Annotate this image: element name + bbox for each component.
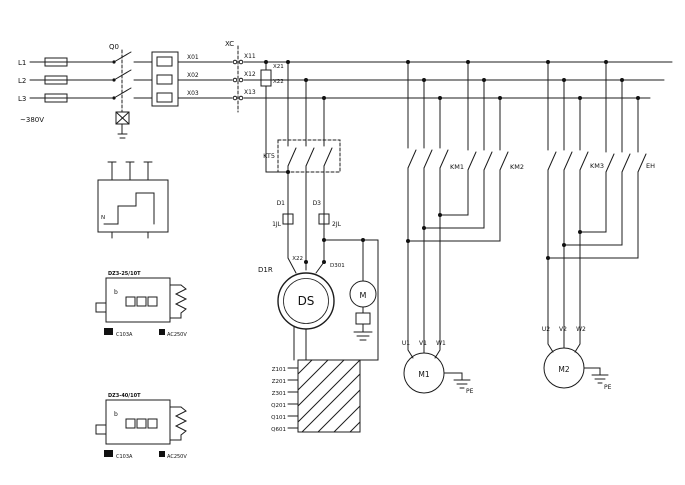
xc-label: XC [225, 40, 234, 48]
pe-ground-m2 [583, 367, 609, 384]
relay-a-resistor [174, 284, 188, 314]
m2-label: M2 [558, 365, 569, 374]
main-breaker-q0 [113, 49, 153, 139]
pe1-label: PE [466, 388, 474, 395]
relay-2jl [318, 213, 330, 225]
x12-label: X12 [244, 71, 256, 78]
kt5-frame [277, 139, 341, 173]
d3-label: D3 [313, 200, 322, 207]
kt5-contacts [277, 61, 341, 173]
m-aux-label: M [360, 291, 367, 300]
boxa-header-label: DZ3-25/10T [108, 271, 141, 277]
km2-contactor [407, 61, 509, 242]
breaker-housing [151, 51, 179, 107]
boxb-header-label: DZ3-40/10T [108, 393, 141, 399]
km3-label: KM3 [590, 162, 604, 170]
fuse-l3 [44, 93, 68, 103]
ds-label: DS [298, 294, 315, 308]
terminal-block-xc [177, 45, 244, 113]
boxa-b-label: b [114, 289, 118, 296]
d1-label: D1 [277, 200, 286, 207]
kt5-label: KT5 [263, 152, 275, 160]
fuse-l1 [44, 57, 68, 67]
cam-switch-frame [97, 179, 169, 233]
x02-label: X02 [187, 72, 199, 79]
km1-label: KM1 [450, 163, 464, 171]
labels-group: L1L2L3~380VQ0X01X02X03XCX11X12X13X21X22K… [18, 40, 655, 460]
q101-label: Q101 [271, 415, 286, 421]
w1-label: W1 [436, 340, 446, 347]
aux-motor-brake [355, 312, 371, 325]
km1-contactor [407, 61, 449, 359]
q0-label: Q0 [109, 43, 119, 51]
x22-fuse-label: X22 [273, 79, 284, 85]
relay-1jl [282, 213, 294, 225]
l1-label: L1 [18, 59, 26, 67]
power-input [29, 57, 113, 103]
ds-inner-circle [283, 278, 329, 324]
wiring [29, 45, 673, 445]
relay-b-frame [105, 399, 171, 445]
cam-switch-detail [97, 161, 169, 239]
pe-ground-m1 [443, 372, 471, 389]
x13-label: X13 [244, 89, 256, 96]
boxb-b-label: b [114, 411, 118, 418]
z301-label: Z301 [272, 391, 286, 397]
x01-label: X01 [187, 54, 199, 61]
relay-a-frame [105, 277, 171, 323]
fuse-l2 [44, 75, 68, 85]
m1-label: M1 [418, 370, 429, 379]
x11-label: X11 [244, 53, 256, 60]
x21-label: X21 [273, 64, 284, 70]
q201-label: Q201 [271, 403, 286, 409]
relay-detail-a [95, 277, 188, 323]
bus-lines [243, 61, 673, 99]
boxa-rating-label: AC250V [167, 332, 187, 338]
jl2-label: 2JL [332, 221, 342, 228]
ds-selsyn [277, 272, 335, 361]
terminal-strip [287, 359, 361, 433]
junction-dots [112, 60, 640, 264]
x03-label: X03 [187, 90, 199, 97]
x22-ds-label: X22 [292, 256, 303, 262]
u2-label: U2 [542, 326, 550, 333]
l3-label: L3 [18, 95, 26, 103]
n-label: N [101, 215, 105, 221]
q601-label: Q601 [271, 427, 286, 433]
z201-label: Z201 [272, 379, 286, 385]
ds-feed [282, 165, 379, 361]
boxb-rating-label: AC250V [167, 454, 187, 460]
l2-label: L2 [18, 77, 26, 85]
pe2-label: PE [604, 384, 612, 391]
aux-motor [349, 280, 377, 341]
eh-contactor [547, 61, 647, 259]
d301-label: D301 [330, 263, 345, 269]
v1-label: V1 [419, 340, 427, 347]
relay-detail-b [95, 399, 188, 445]
relay-detail-markers [104, 328, 165, 457]
w2-label: W2 [576, 326, 586, 333]
boxb-part-label: C103A [116, 454, 133, 460]
eh-label: EH [646, 162, 655, 170]
terminal-strip-body [297, 359, 361, 433]
jl1-label: 1JL [272, 221, 282, 228]
boxa-part-label: C103A [116, 332, 133, 338]
v2-label: V2 [559, 326, 567, 333]
relay-b-resistor [174, 406, 188, 436]
u1-label: U1 [402, 340, 410, 347]
km3-contactor [547, 61, 589, 353]
v380-label: ~380V [20, 116, 44, 124]
z101-label: Z101 [272, 367, 286, 373]
d1r-label: D1R [258, 266, 273, 274]
km2-label: KM2 [510, 163, 524, 171]
